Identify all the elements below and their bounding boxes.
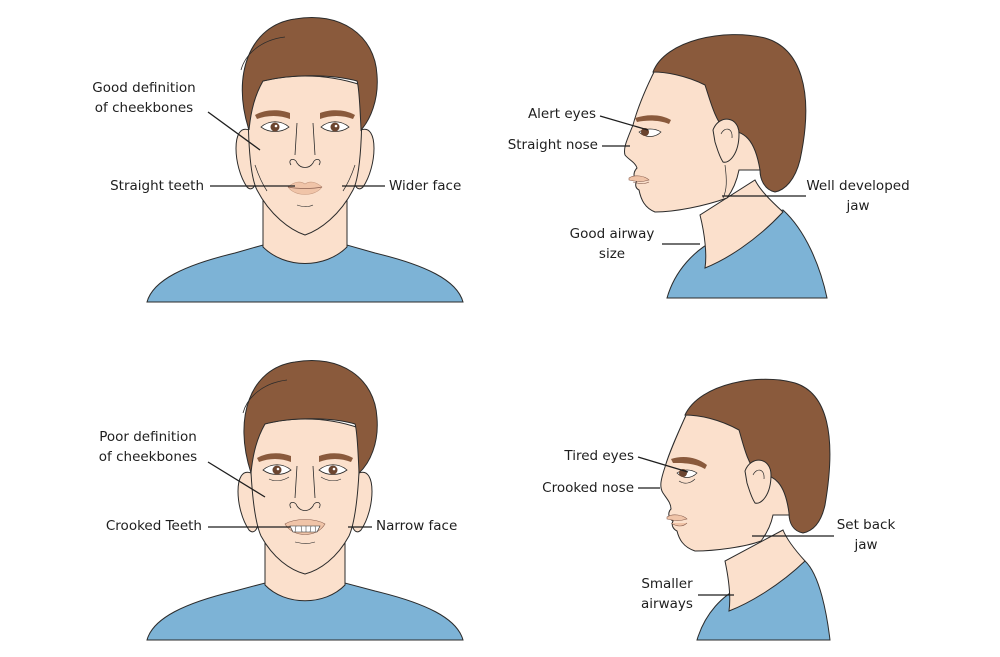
label-straight-teeth: Straight teeth xyxy=(110,178,204,194)
label-line: of cheekbones xyxy=(98,449,198,465)
label-line: Smaller xyxy=(641,576,693,592)
label-crooked-teeth: Crooked Teeth xyxy=(105,518,202,534)
label-line: airways xyxy=(641,596,693,612)
label-line: jaw xyxy=(846,198,870,214)
label-line: size xyxy=(598,246,626,262)
leader-lines xyxy=(207,111,834,596)
label-wider-face: Wider face xyxy=(389,178,462,194)
label-alert-eyes: Alert eyes xyxy=(527,106,596,122)
label-line: Well developed xyxy=(806,178,910,194)
label-poor-cheekbones: Poor definition of cheekbones xyxy=(86,427,210,467)
label-straight-nose: Straight nose xyxy=(507,137,598,153)
label-line: Good airway xyxy=(569,226,655,242)
label-smaller-airways: Smaller airways xyxy=(632,574,702,614)
label-line: Poor definition xyxy=(99,429,197,445)
label-crooked-nose: Crooked nose xyxy=(542,480,634,496)
profile-good-face xyxy=(624,34,828,299)
label-tired-eyes: Tired eyes xyxy=(564,448,634,464)
label-line: jaw xyxy=(854,537,878,553)
front-good-face xyxy=(146,17,464,303)
label-line: Good definition xyxy=(92,80,196,96)
label-set-back-jaw: Set back jaw xyxy=(826,515,906,555)
label-line: Set back xyxy=(836,517,896,533)
label-narrow-face: Narrow face xyxy=(376,518,458,534)
front-poor-face xyxy=(146,360,464,641)
label-good-airway: Good airway size xyxy=(566,224,658,264)
profile-poor-face xyxy=(660,378,831,641)
label-well-developed-jaw: Well developed jaw xyxy=(800,176,916,216)
label-good-cheekbones: Good definition of cheekbones xyxy=(82,78,206,118)
label-line: of cheekbones xyxy=(94,100,194,116)
